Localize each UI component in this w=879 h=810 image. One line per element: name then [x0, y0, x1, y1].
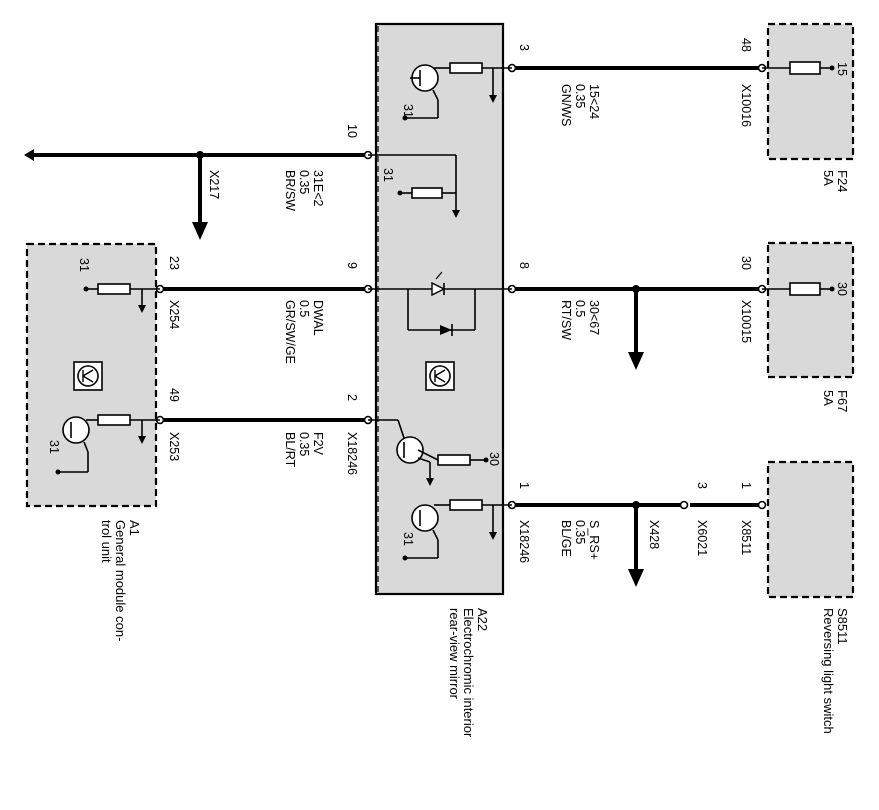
connector-x18246-top: X18246	[345, 432, 359, 475]
connector-x254: X254	[167, 300, 181, 329]
wire-8-signal: 30<67	[587, 300, 601, 335]
a22-circuit-pin10	[368, 154, 460, 218]
f67-pin-label: 30	[835, 282, 849, 296]
pin-x6021-3: 3	[695, 482, 709, 489]
a22-name-line1: Electrochromic interior	[461, 608, 476, 738]
wire-9-color: GR/SW/GE	[283, 300, 297, 364]
wire-10-size: 0.35	[297, 170, 311, 194]
f24-fuse-symbol	[762, 61, 835, 75]
pin-f67-30: 30	[739, 256, 753, 270]
f67-rating: 5A	[821, 390, 836, 406]
connector-x253: X253	[167, 432, 181, 461]
f24-pin-label: 15	[835, 62, 849, 76]
wire-1-color: BL/GE	[559, 520, 573, 557]
pin-a22-8: 8	[517, 262, 531, 269]
pin-a22-3: 3	[517, 44, 531, 51]
a1-name-line1: General module con-	[113, 520, 128, 641]
a22-sensor-icon	[425, 361, 455, 391]
f67-fuse-symbol	[762, 282, 835, 296]
ground-label-a22-mid: 31	[381, 168, 395, 182]
ground-label-a1-top: 31	[77, 258, 91, 272]
connector-x10016: X10016	[739, 84, 753, 127]
wire-1-size: 0.35	[573, 520, 587, 544]
wire-1-signal: S_RS+	[587, 520, 601, 560]
wire-3-color: GN/WS	[559, 84, 573, 126]
wire-3-size: 0.35	[573, 84, 587, 108]
a1-circuit-pin49	[55, 414, 160, 475]
wire-9-signal: DWAL	[311, 300, 325, 336]
wire-10-color: BR/SW	[283, 170, 297, 211]
wire-8-size: 0.5	[573, 300, 587, 317]
wire-9-size: 0.5	[297, 300, 311, 317]
pin-a22-10: 10	[345, 124, 359, 138]
a1-name-line2: trol unit	[99, 520, 114, 563]
supply-label-a22: 30	[487, 452, 501, 466]
wire-10-signal: 31E<2	[311, 170, 325, 207]
connector-x10015: X10015	[739, 300, 753, 343]
a1-sensor-icon	[73, 361, 103, 391]
ground-label-a22-bottom: 31	[401, 532, 415, 546]
a22-id: A22	[475, 608, 490, 631]
wire-8-color: RT/SW	[559, 300, 573, 340]
s8511-id: S8511	[835, 608, 850, 645]
connector-x18246-bottom: X18246	[517, 520, 531, 563]
a22-mirror-box	[374, 22, 505, 596]
wire-2-signal: F2V	[311, 432, 325, 456]
branch-arrows	[192, 155, 644, 587]
pin-a1-23: 23	[167, 256, 181, 270]
f24-id: F24	[835, 170, 850, 192]
f67-id: F67	[835, 390, 850, 412]
pin-a22-9: 9	[345, 262, 359, 269]
a22-circuit-pin3	[402, 62, 512, 121]
ground-label-a1-bottom: 31	[47, 440, 61, 454]
wire-2-color: BL/RT	[283, 432, 297, 468]
f67-fuse-box	[766, 241, 855, 379]
s8511-name: Reversing light switch	[821, 608, 836, 734]
pin-f24-48: 48	[739, 38, 753, 52]
s8511-switch-box	[766, 460, 855, 599]
connector-x428: X428	[647, 520, 661, 549]
a1-id: A1	[127, 520, 142, 536]
a1-circuit-pin23	[83, 283, 160, 313]
f24-fuse-box	[766, 22, 855, 161]
connector-x8511: X8511	[739, 520, 753, 555]
f24-rating: 5A	[821, 170, 836, 186]
wire-2-size: 0.35	[297, 432, 311, 456]
pin-a1-49: 49	[167, 388, 181, 402]
a22-circuit-pin1	[402, 499, 512, 561]
wire-3-signal: 15<24	[587, 84, 601, 119]
connector-x6021: X6021	[695, 520, 709, 556]
a22-name-line2: rear-view mirror	[447, 608, 462, 700]
pin-a22-1: 1	[517, 482, 531, 489]
a22-circuit-pin9-8	[368, 271, 512, 336]
pin-s8511-1: 1	[739, 482, 753, 489]
a22-circuit-pin2	[368, 419, 489, 486]
connector-x217: X217	[207, 170, 221, 199]
pin-a22-2: 2	[345, 394, 359, 401]
ground-label-a22-top: 31	[401, 104, 415, 118]
